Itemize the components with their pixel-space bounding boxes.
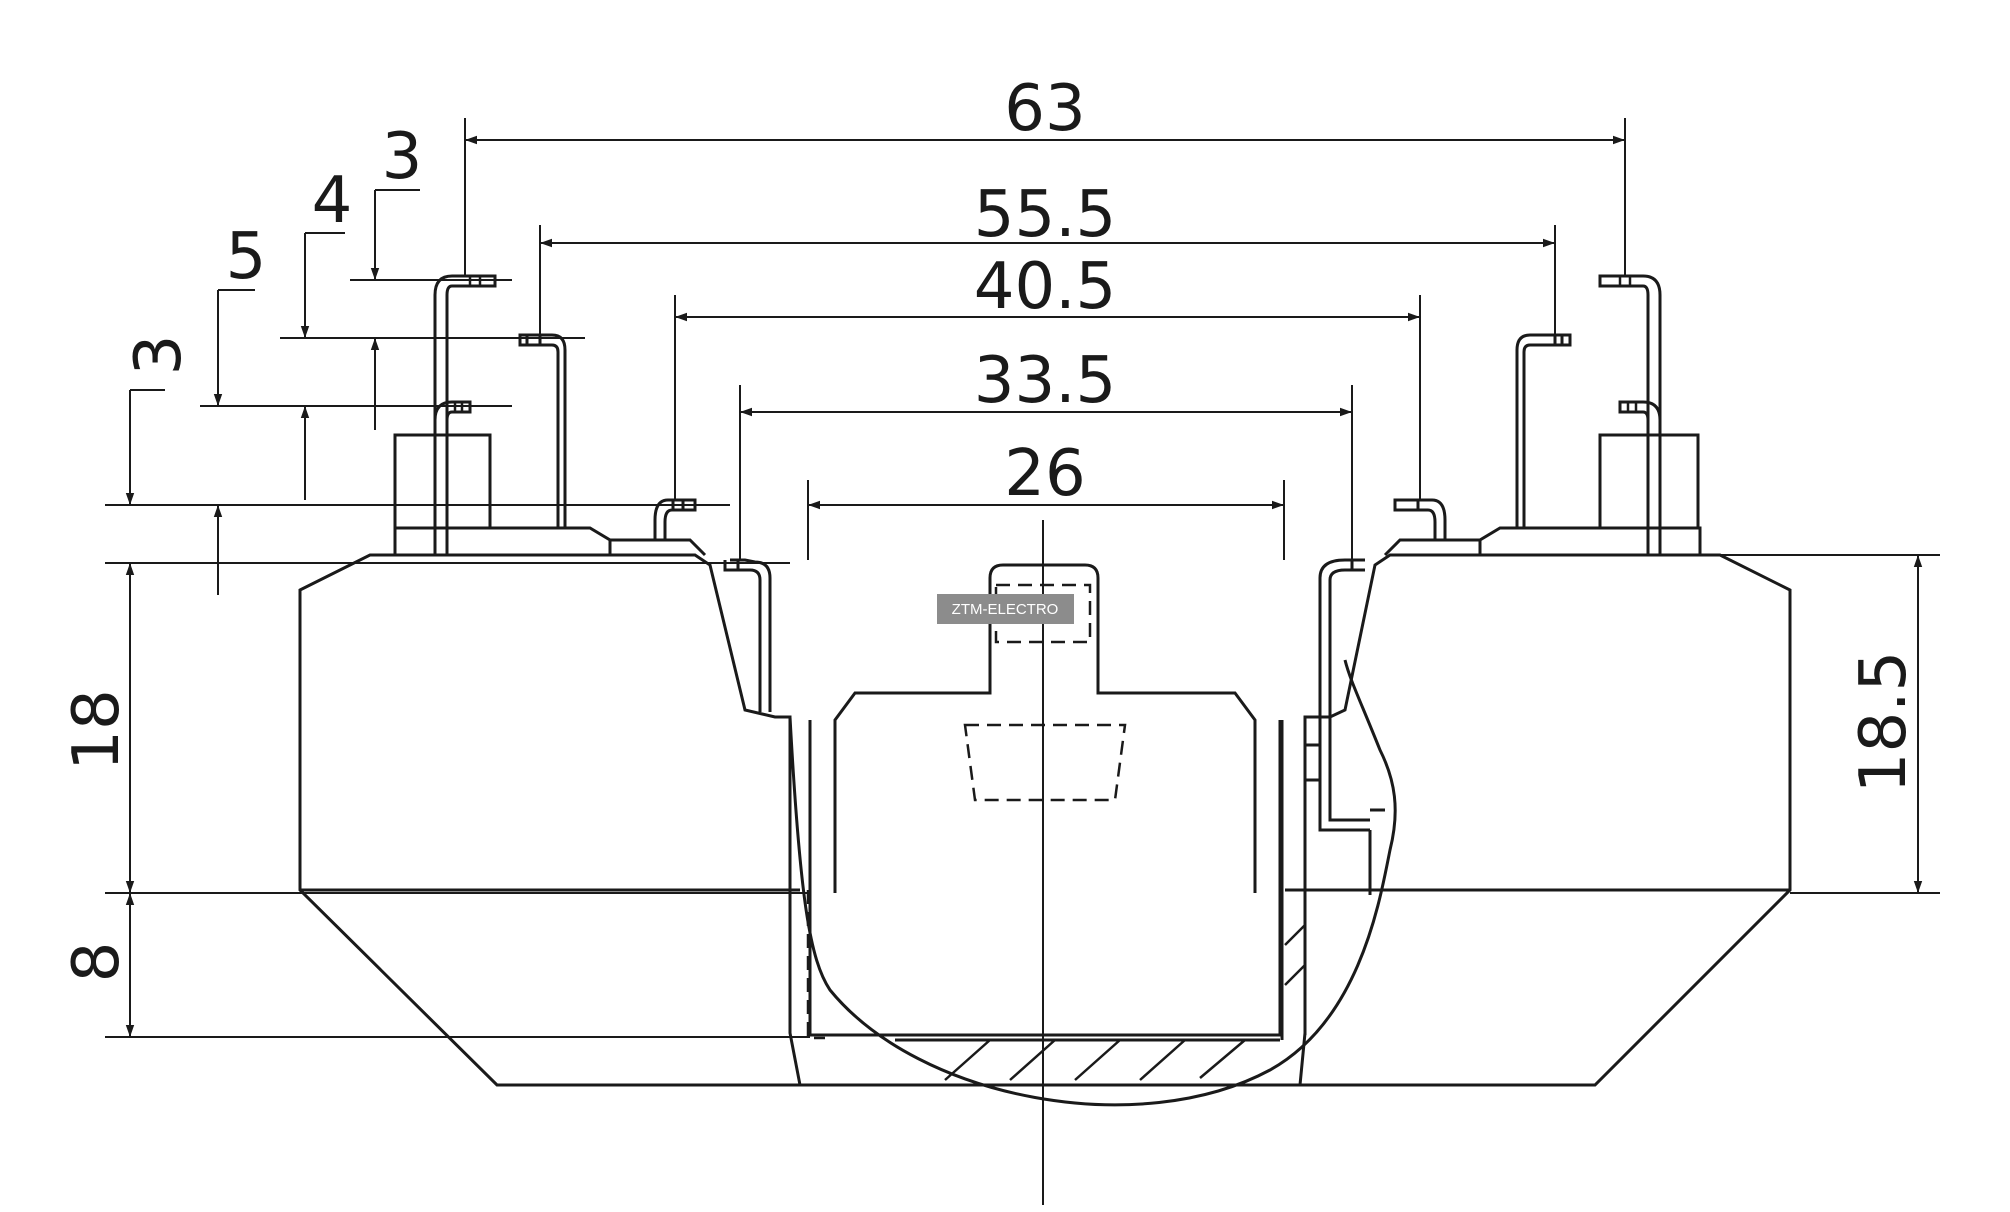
watermark-text: ZTM-ELECTRO xyxy=(952,601,1059,618)
dim-label-40-5: 40.5 xyxy=(974,250,1117,324)
dim-label-8: 8 xyxy=(60,942,134,983)
dim-label-4: 4 xyxy=(312,164,353,238)
dim-label-18: 18 xyxy=(60,689,134,770)
dim-label-33-5: 33.5 xyxy=(974,344,1117,418)
dim-label-3-left: 3 xyxy=(122,335,196,376)
dim-label-5: 5 xyxy=(226,220,267,294)
dimension-labels: 63 55.5 40.5 33.5 26 3 4 5 3 18 8 18.5 xyxy=(60,72,1921,982)
dim-label-3-top: 3 xyxy=(382,120,423,194)
dim-label-63: 63 xyxy=(1004,72,1085,146)
housing-outline xyxy=(298,433,1792,1107)
watermark: ZTM-ELECTRO xyxy=(937,594,1074,624)
dimension-lines xyxy=(125,135,1923,1037)
watermark-background xyxy=(937,594,1074,624)
dim-label-26: 26 xyxy=(1004,437,1085,511)
hatching xyxy=(944,924,1306,1081)
dim-label-18-5: 18.5 xyxy=(1847,651,1921,794)
extension-lines xyxy=(105,118,1940,1038)
dashed-details xyxy=(806,583,1127,1040)
dim-label-55-5: 55.5 xyxy=(974,178,1117,252)
